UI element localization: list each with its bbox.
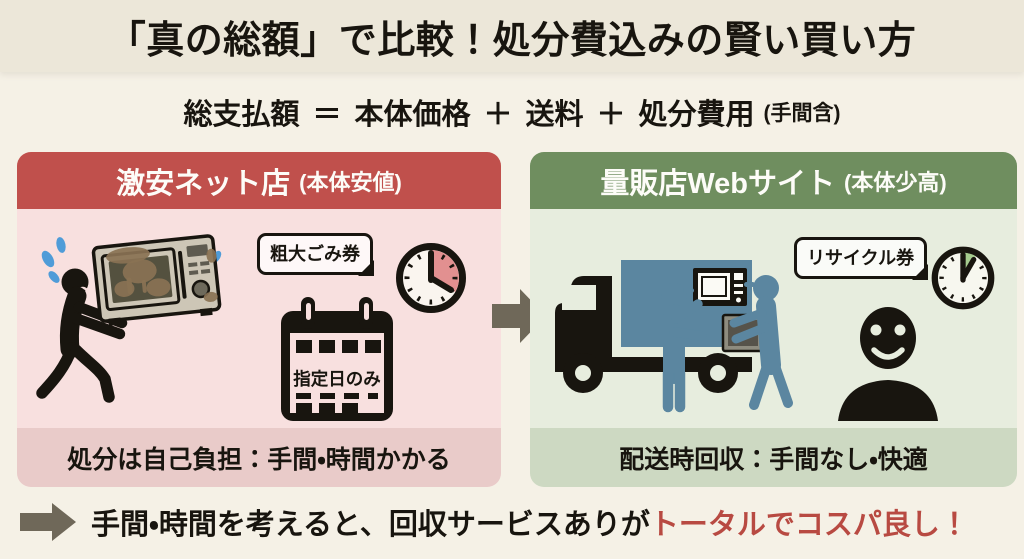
recycle-ticket-label: リサイクル券 bbox=[807, 248, 915, 268]
old-microwave bbox=[91, 234, 222, 326]
conclusion-row: 手間・時間を考えると、回収サービスありがトータルでコスパ良し！ bbox=[0, 492, 1024, 552]
formula-total-label: 総支払額 bbox=[183, 99, 300, 131]
person-carrying-old-microwave-illustration bbox=[36, 234, 222, 403]
cheap-online-store-header: 激安ネット店 (本体安値) bbox=[17, 152, 501, 209]
formula-term-shipping: 送料 bbox=[525, 99, 584, 131]
calendar-designated-day-icon: 指定日のみ bbox=[281, 297, 393, 421]
retailer-website-caption-text: 配送時回収：手間なし・快適 bbox=[619, 445, 928, 474]
bulky-waste-ticket-label: 粗大ごみ券 bbox=[270, 244, 360, 264]
total-cost-formula: 総支払額 ＝ 本体価格 ＋ 送料 ＋ 処分費用 (手間含) bbox=[0, 72, 1024, 152]
formula-term-disposal: 処分費用 bbox=[638, 99, 755, 131]
bulky-waste-ticket: 粗大ごみ券 bbox=[257, 233, 374, 276]
clock-long-wait-icon bbox=[396, 243, 466, 313]
calendar-label: 指定日のみ bbox=[293, 369, 381, 389]
formula-term-unit-price: 本体価格 bbox=[354, 99, 471, 131]
grime-stains bbox=[106, 247, 218, 302]
cheap-online-store-caption-text: 処分は自己負担：手間・時間かかる bbox=[67, 445, 451, 474]
delivery-worker-carrying bbox=[729, 275, 793, 410]
cheap-online-store-note: (本体安値) bbox=[299, 169, 402, 195]
happy-customer bbox=[838, 307, 938, 421]
delivery-worker-loading bbox=[661, 283, 707, 413]
retailer-website-header: 量販店Webサイト (本体少高) bbox=[530, 152, 1017, 209]
clock-quick-icon bbox=[931, 246, 995, 310]
retailer-website-illustration-area: リサイクル券 bbox=[530, 209, 1017, 428]
conclusion-highlight: トータルでコスパ良し！ bbox=[649, 509, 969, 541]
arrow-right-icon bbox=[20, 502, 78, 542]
retailer-website-caption: 配送時回収：手間なし・快適 bbox=[530, 428, 1017, 487]
title-band: 「真の総額」で比較！処分費込みの賢い買い方 bbox=[0, 0, 1024, 72]
page-title: 「真の総額」で比較！処分費込みの賢い買い方 bbox=[107, 19, 917, 62]
cheap-online-store-caption: 処分は自己負担：手間・時間かかる bbox=[17, 428, 501, 487]
new-microwave-on-truck bbox=[693, 268, 747, 306]
delivery-pickup-illustration bbox=[555, 260, 938, 421]
equals-sign: ＝ bbox=[312, 99, 342, 131]
plus-sign: ＋ bbox=[483, 99, 513, 131]
recycle-ticket: リサイクル券 bbox=[794, 237, 928, 280]
retailer-website-note: (本体少高) bbox=[844, 169, 947, 195]
conclusion-lead: 手間・時間を考えると、回収サービスありが bbox=[91, 509, 650, 541]
cheap-online-store-title: 激安ネット店 bbox=[116, 167, 291, 200]
plus-sign: ＋ bbox=[596, 99, 626, 131]
cheap-online-store-panel: 激安ネット店 (本体安値) bbox=[17, 152, 501, 487]
conclusion-text: 手間・時間を考えると、回収サービスありがトータルでコスパ良し！ bbox=[91, 501, 969, 543]
retailer-website-panel: 量販店Webサイト (本体少高) bbox=[530, 152, 1017, 487]
cheap-online-store-illustration-area: 粗大ごみ券 指定日のみ bbox=[17, 209, 501, 428]
retailer-website-title: 量販店Webサイト bbox=[600, 167, 836, 200]
formula-effort-note: (手間含) bbox=[763, 102, 841, 125]
